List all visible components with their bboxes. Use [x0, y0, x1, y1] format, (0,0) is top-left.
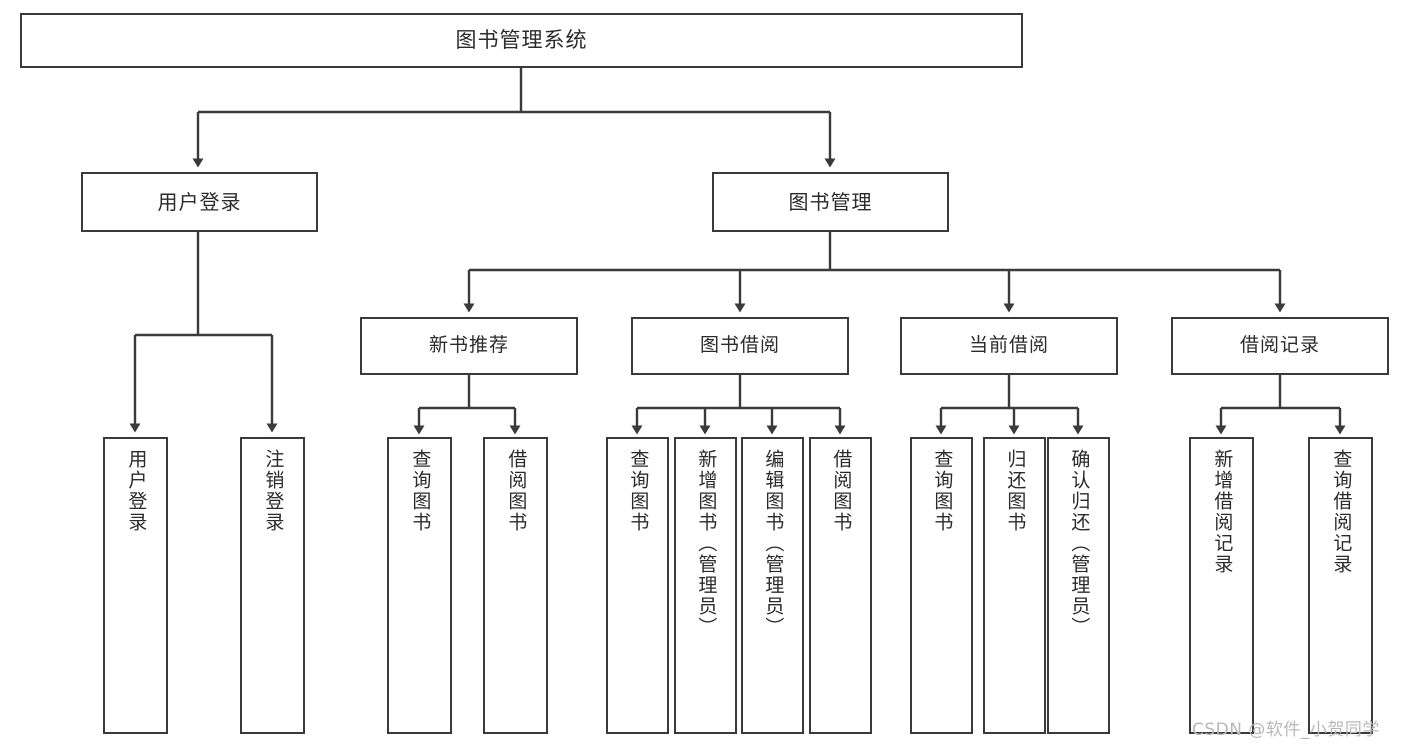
node-book-management[interactable]: 图书管理: [712, 172, 949, 232]
leaf-query-book-current-label: 查询图书: [931, 449, 954, 533]
node-new-book-recommend[interactable]: 新书推荐: [360, 317, 578, 375]
leaf-add-borrow-record[interactable]: 新增借阅记录: [1189, 437, 1254, 734]
leaf-borrow-book-newbook[interactable]: 借阅图书: [483, 437, 548, 734]
leaf-add-borrow-record-label: 新增借阅记录: [1211, 449, 1234, 575]
leaf-logout[interactable]: 注销登录: [240, 437, 305, 734]
node-current-borrow[interactable]: 当前借阅: [900, 317, 1118, 375]
node-new-book-recommend-label: 新书推荐: [428, 334, 509, 357]
node-user-login[interactable]: 用户登录: [81, 172, 318, 232]
leaf-query-book-borrow-label: 查询图书: [627, 449, 650, 533]
node-borrow-record-label: 借阅记录: [1239, 334, 1320, 357]
node-book-borrow-label: 图书借阅: [699, 334, 780, 357]
leaf-edit-book-admin-label: 编辑图书（管理员）: [762, 449, 785, 638]
leaf-return-book-label: 归还图书: [1004, 449, 1027, 533]
leaf-lend-book-label: 借阅图书: [830, 449, 853, 533]
node-borrow-record[interactable]: 借阅记录: [1171, 317, 1389, 375]
leaf-query-book-current[interactable]: 查询图书: [910, 437, 973, 734]
csdn-watermark: CSDN @软件_小贺同学: [1192, 720, 1380, 740]
node-root[interactable]: 图书管理系统: [20, 13, 1023, 68]
leaf-query-book-newbook-label: 查询图书: [409, 449, 432, 533]
leaf-borrow-book-newbook-label: 借阅图书: [505, 449, 528, 533]
leaf-lend-book[interactable]: 借阅图书: [809, 437, 872, 734]
leaf-return-book[interactable]: 归还图书: [983, 437, 1046, 734]
node-current-borrow-label: 当前借阅: [968, 334, 1049, 357]
leaf-edit-book-admin[interactable]: 编辑图书（管理员）: [741, 437, 804, 734]
leaf-user-login-label: 用户登录: [125, 449, 148, 533]
leaf-add-book-admin[interactable]: 新增图书（管理员）: [674, 437, 737, 734]
node-root-label: 图书管理系统: [455, 28, 588, 53]
leaf-query-borrow-record-label: 查询借阅记录: [1330, 449, 1353, 575]
leaf-query-borrow-record[interactable]: 查询借阅记录: [1308, 437, 1373, 734]
leaf-confirm-return-admin-label: 确认归还（管理员）: [1068, 449, 1091, 638]
leaf-user-login[interactable]: 用户登录: [103, 437, 168, 734]
node-user-login-label: 用户登录: [157, 189, 242, 214]
leaf-query-book-borrow[interactable]: 查询图书: [606, 437, 669, 734]
leaf-query-book-newbook[interactable]: 查询图书: [387, 437, 452, 734]
leaf-add-book-admin-label: 新增图书（管理员）: [695, 449, 718, 638]
node-book-management-label: 图书管理: [788, 189, 873, 214]
leaf-confirm-return-admin[interactable]: 确认归还（管理员）: [1047, 437, 1110, 734]
leaf-logout-label: 注销登录: [262, 449, 285, 533]
node-book-borrow[interactable]: 图书借阅: [631, 317, 849, 375]
